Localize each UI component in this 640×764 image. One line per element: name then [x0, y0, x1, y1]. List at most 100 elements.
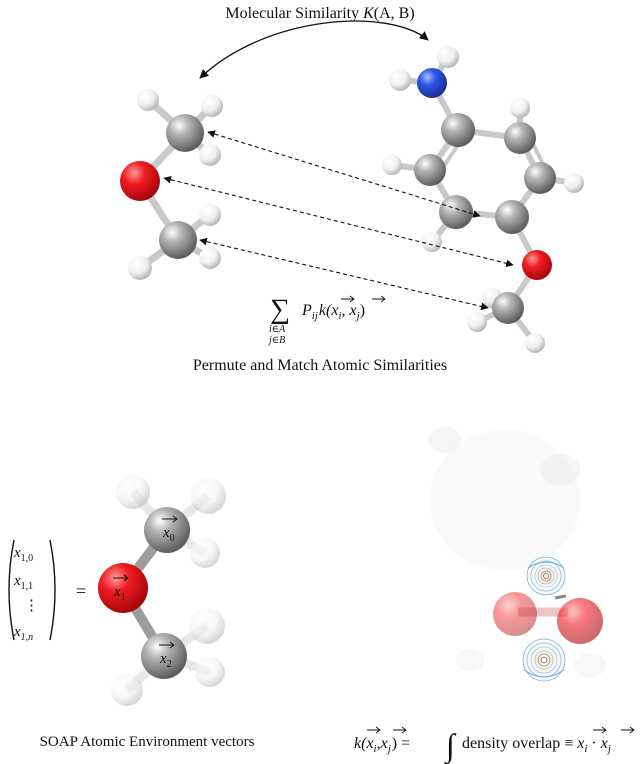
faint-atom [456, 649, 484, 671]
hydrogen-atom [199, 144, 221, 166]
vector-arrow-icon [159, 641, 175, 649]
contour-ring [526, 556, 566, 596]
dimethyl-ether-molecule [120, 89, 223, 280]
vector-arrow-icon [162, 515, 178, 523]
bond [554, 594, 567, 600]
carbon-atom [141, 633, 187, 679]
carbon-atom [414, 154, 446, 186]
vector-arrow-icon [367, 726, 381, 734]
top-panel: Molecular Similarity K(A, B) [120, 5, 584, 374]
carbon-atom [144, 507, 190, 553]
faint-density-cloud [430, 430, 580, 570]
hydrogen-atom [128, 256, 152, 280]
nitrogen-atom [417, 68, 447, 98]
contour-ring [534, 564, 558, 588]
oxygen-atom [522, 250, 552, 280]
density-overlap-visual [429, 427, 606, 682]
vector-arrow-icon [341, 295, 355, 303]
sum-index-a: i∈A [269, 324, 286, 335]
oxygen-atom [120, 161, 160, 201]
atom-matching-arrows [163, 130, 514, 311]
faint-atom [429, 427, 461, 453]
hydrogen-atom [201, 95, 223, 117]
sum-term: Pijk(xi, xj) [301, 302, 365, 322]
hydrogen-atom [137, 89, 159, 111]
atom-label-x0: x0 [162, 525, 175, 544]
environment-molecule: x0 x1 x2 [98, 475, 226, 706]
contour-ring [530, 646, 558, 674]
left-paren [8, 539, 15, 641]
hydrogen-atom [467, 312, 487, 332]
contour-ring [537, 567, 555, 585]
vector-arrow-icon [621, 726, 635, 734]
molecular-similarity-title: Molecular Similarity K(A, B) [225, 5, 414, 22]
match-arrow [163, 175, 514, 268]
equals-sign: = [76, 581, 86, 601]
hydrogen-atom [111, 674, 143, 706]
hydrogen-atom [389, 69, 411, 91]
hydrogen-atom [189, 608, 225, 644]
match-arrow [207, 130, 481, 218]
contour-ring [540, 656, 548, 664]
hydrogen-atom [116, 475, 150, 509]
hydrogen-atom [190, 538, 220, 568]
vector-entry: x1,0 [13, 545, 33, 564]
hydrogen-atom [437, 46, 459, 68]
contour-ring [534, 650, 554, 670]
carbon-atom [439, 195, 473, 229]
hydrogen-atom [525, 333, 545, 353]
sum-symbol: ∑ [270, 294, 290, 325]
faint-atom [540, 454, 580, 486]
carbon-atom [524, 162, 556, 194]
contour-arc [523, 669, 565, 678]
contour-ring [543, 573, 549, 579]
hydrogen-atom [195, 657, 225, 687]
hydrogen-atom [422, 232, 442, 252]
vector-arrow-icon [593, 726, 607, 734]
contour-ring [530, 560, 562, 592]
carbon-atom [495, 200, 529, 234]
contour-ring [540, 570, 552, 582]
kernel-formula-text: k(xi,xj) = [354, 735, 410, 755]
hydrogen-atom [510, 98, 530, 118]
vector-ellipsis: ⋮ [24, 598, 39, 614]
atom-label-x1: x1 [113, 584, 126, 603]
kernel-formula-rhs: density overlap ≡xi·xj [462, 735, 611, 755]
soap-vector: x1,0 x1,1 ⋮ x1,n [8, 539, 56, 643]
density-contour-lower [522, 638, 566, 682]
integral-symbol: ∫ [444, 727, 457, 764]
hydrogen-atom [190, 478, 226, 514]
oxygen-atom [98, 563, 148, 613]
vector-arrow-icon [372, 295, 386, 303]
similarity-double-arrow [199, 20, 429, 79]
carbon-atom [166, 114, 204, 152]
density-contour-upper [526, 556, 566, 596]
vector-entry: x1,1 [13, 573, 33, 592]
permutation-sum-formula: ∑ i∈A j∈B Pijk(xi, xj) [267, 294, 386, 346]
carbon-atom [492, 292, 524, 324]
carbon-atom [159, 221, 197, 259]
soap-caption: SOAP Atomic Environment vectors [40, 734, 255, 750]
hydrogen-atom [199, 204, 221, 226]
vector-arrow-icon [113, 574, 129, 582]
hydrogen-atom [564, 173, 584, 193]
permute-caption: Permute and Match Atomic Similarities [193, 357, 447, 374]
contour-ring [522, 638, 566, 682]
carbon-atom [504, 122, 536, 154]
oxygen-atom-faded [557, 598, 603, 644]
vector-entry: x1,n [13, 624, 33, 643]
kernel-formula: k(xi,xj) = ∫ density overlap ≡xi·xj [354, 726, 635, 764]
hydrogen-atom [382, 155, 402, 175]
hydrogen-atom [199, 247, 221, 269]
faint-atom [574, 653, 606, 677]
bottom-panel: x1,0 x1,1 ⋮ x1,n = x0 [8, 427, 635, 764]
right-paren [49, 539, 56, 641]
atom-label-x2: x2 [159, 651, 172, 670]
oxygen-atom-faded [493, 592, 537, 636]
contour-ring [537, 653, 551, 667]
match-arrow [199, 237, 489, 311]
sum-index-b: j∈B [267, 335, 285, 346]
carbon-atom [441, 113, 475, 147]
vector-arrow-icon [393, 726, 407, 734]
